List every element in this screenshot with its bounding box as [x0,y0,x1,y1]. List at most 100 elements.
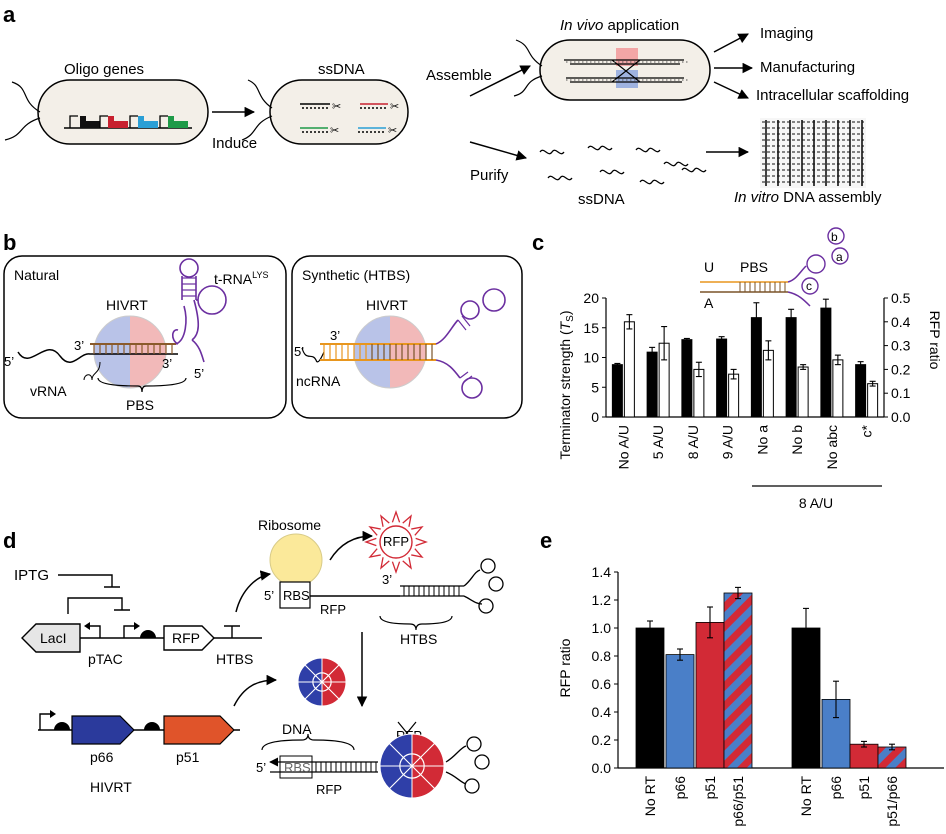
promoter-arrow [39,713,50,730]
five-prime-label: 5’ [194,366,204,381]
y-tick-label: 1.2 [592,592,612,608]
right-y-tick-label: 0.3 [891,338,911,354]
rbs-icon [144,722,160,730]
five-prime-label: 5’ [264,588,274,603]
htbs-gene-label: HTBS [216,651,253,667]
y-tick-label: 0.8 [592,648,612,664]
rfp-gene-label: RFP [172,630,200,646]
x-tick-label: No abc [824,425,840,469]
promoter-arrow [90,625,101,638]
scissors-icon: ✂ [330,125,339,137]
group-bracket-label: 8 A/U [799,495,833,511]
scissors-icon: ✂ [388,125,397,137]
ssdna-strand [639,179,665,185]
natural-label: Natural [14,267,59,283]
rfp-gene [163,625,215,651]
inset-loop-b-label: b [831,230,838,244]
x-tick-label: c* [859,424,875,437]
x-tick-label: No RT [798,776,814,817]
imaging-label: Imaging [760,25,813,42]
free-ssdna-strands [539,145,707,185]
panel-label-a: a [3,2,16,27]
scissors-icon: ✂ [332,101,341,113]
inset-loop-c-label: c [806,279,812,293]
promoter-arrow [123,625,134,638]
p66-label: p66 [90,749,114,765]
x-tick-label: p51/p66 [884,776,900,827]
x-tick-label: No b [789,425,805,455]
panel-label-e: e [540,528,552,553]
right-y-tick-label: 0.4 [891,314,911,330]
inset-loop-a-label: a [836,250,843,264]
terminator-strength-bar [820,307,832,418]
rfp-ratio-bar [665,654,695,769]
p51-label: p51 [176,749,200,765]
translation-arrow [235,570,272,613]
five-prime-label: 5’ [294,344,304,359]
p51-gene [163,715,235,745]
x-tick-label: p66 [672,776,688,800]
y-tick-label: 0.0 [592,760,612,776]
x-tick-label: No RT [642,776,658,817]
right-y-tick-label: 0.2 [891,361,911,377]
expression-arrow [233,674,278,707]
rfp-sun-label: RFP [383,534,409,549]
trna-label: t-RNALYS [214,270,268,287]
terminator-icon [224,625,240,638]
oligo-genes-label: Oligo genes [64,61,144,78]
x-tick-label: No a [754,425,770,455]
panel-label-b: b [3,230,16,255]
laci-gene [21,623,81,653]
hivrt-gene-label: HIVRT [90,779,132,795]
y-tick-label: 1.4 [592,564,612,580]
x-tick-label: p51 [702,776,718,800]
left-y-tick-label: 10 [583,350,599,366]
rbs-box [279,581,311,609]
hivrt-synthetic-label: HIVRT [366,297,408,313]
ptac-label: pTAC [88,651,123,667]
rfp-ratio-bar [832,359,844,418]
inset-u-label: U [704,259,714,275]
dna-lattice-icon [760,118,866,188]
pbs-label: PBS [126,397,154,413]
ssdna-strand [681,167,707,173]
rfp-ratio-bar [728,373,740,418]
panel-label-c: c [532,230,544,255]
x-tick-label: No A/U [615,425,631,469]
y-tick-label: 0.2 [592,732,612,748]
rbs-label: RBS [283,588,310,603]
left-y-tick-label: 20 [583,290,599,306]
inset-pbs-label: PBS [740,259,768,275]
htbs-label: HTBS [400,631,437,647]
rfp-ratio-bar [849,743,879,769]
panel-label-d: d [3,528,16,553]
laci-label: LacI [40,630,66,646]
terminator-strength-bar [716,338,728,418]
p66-gene [71,715,135,745]
in-vivo-cell [513,39,711,101]
terminator-strength-bar [681,339,693,418]
scaffolding-label: Intracellular scaffolding [756,87,909,104]
terminator-strength-bar [611,364,623,418]
synthetic-box [291,255,523,419]
purify-arrow [469,141,528,161]
y-tick-label: 0.6 [592,676,612,692]
terminator-strength-bar [646,351,658,418]
rfp-ratio-bar [695,622,725,769]
ribosome-icon [269,533,323,587]
free-ssdna-label: ssDNA [578,191,625,208]
x-tick-label: p66/p51 [730,776,746,827]
in-vivo-title: In vivo application [560,17,679,34]
rfp-ratio-bar [791,627,821,769]
terminator-strength-bar [785,317,797,418]
regulation-lines [58,574,130,614]
right-y-tick-label: 0.5 [891,290,911,306]
oligo-genes-cell [4,79,209,145]
iptg-label: IPTG [14,567,49,584]
x-tick-label: p66 [828,776,844,800]
htbs-hairpin [400,558,504,614]
rfp-ratio-bar [635,627,665,769]
right-y-axis-label: RFP ratio [927,311,943,370]
three-prime-label: 3’ [74,338,84,353]
